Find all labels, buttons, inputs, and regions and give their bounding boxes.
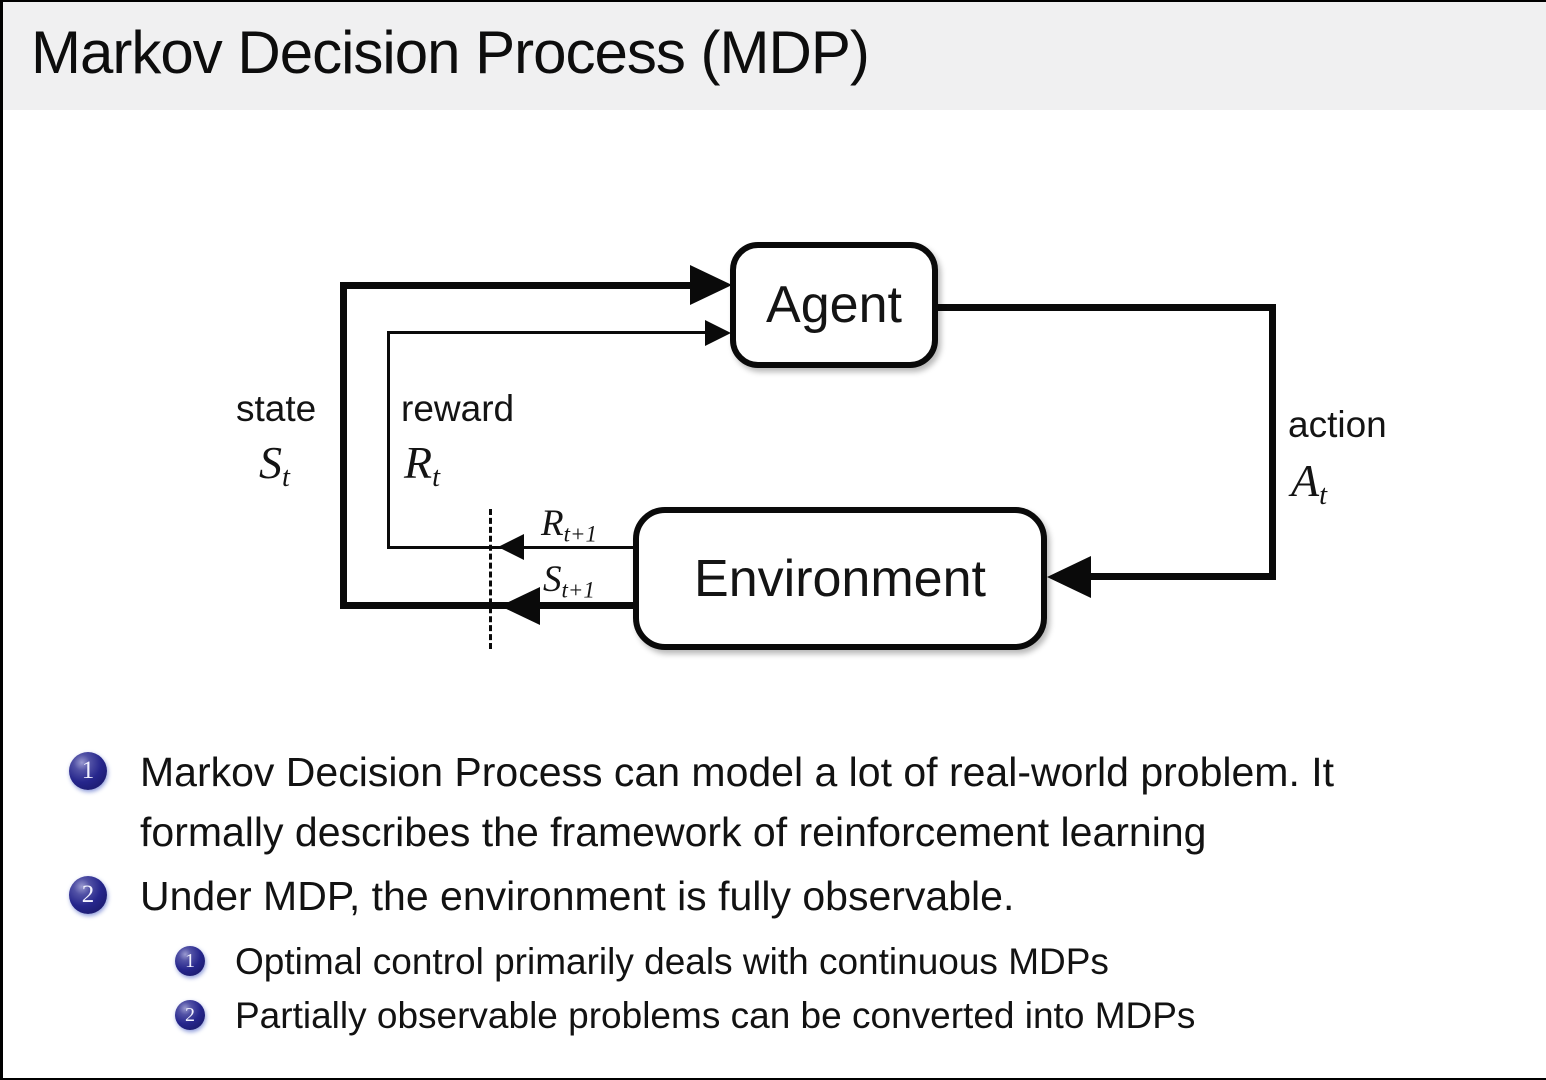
action-line-vertical [1269,304,1276,580]
reward-line-top [387,331,709,334]
state-line-top [340,282,692,289]
state-symbol-sub: t [282,461,290,493]
page-title: Markov Decision Process (MDP) [31,19,870,86]
bullet-1-line-1: Markov Decision Process can model a lot … [140,749,1335,795]
bullet-2-number: 2 [81,881,95,908]
action-symbol-sub: t [1319,479,1328,511]
next-reward-arrowhead-icon [498,534,524,560]
action-arrowhead-into-environment-icon [1047,556,1091,598]
next-reward-symbol-base: R [541,503,564,544]
agent-label: Agent [766,276,902,334]
action-line-bottom [1091,573,1276,580]
sub-bullet-2-number-badge: 2 [175,1000,205,1030]
sub-bullet-1-number-badge: 1 [175,946,205,976]
state-symbol-base: S [259,437,282,488]
sub-bullet-2-number: 2 [185,1003,195,1026]
next-state-symbol-base: S [543,559,562,600]
environment-label: Environment [694,549,986,608]
bullet-1-line-2: formally describes the framework of rein… [140,809,1207,855]
title-bar: Markov Decision Process (MDP) [3,2,1546,110]
action-symbol: At [1291,454,1327,512]
sub-bullet-2-text: Partially observable problems can be con… [235,995,1196,1036]
agent-box: Agent [730,242,938,368]
state-word-label: state [236,388,317,429]
reward-symbol-base: R [404,437,433,488]
action-line-top [937,304,1276,311]
bullet-1-number: 1 [81,757,95,784]
sub-bullet-1-text: Optimal control primarily deals with con… [235,941,1109,982]
next-reward-symbol: Rt+1 [541,502,597,547]
state-arrowhead-into-agent-icon [690,265,732,305]
bullet-2-number-badge: 2 [69,876,107,914]
reward-arrowhead-into-agent-icon [705,320,731,346]
next-state-arrowhead-icon [500,587,540,625]
reward-word-label: reward [401,388,515,429]
reward-line-vertical [387,331,390,548]
action-symbol-base: A [1291,455,1320,506]
state-line-vertical [340,282,347,609]
bullet-2-line-1: Under MDP, the environment is fully obse… [140,873,1015,919]
timestep-dashed-line [489,509,492,649]
sub-bullet-1-number: 1 [185,949,195,972]
environment-box: Environment [633,507,1047,650]
reward-symbol: Rt [404,436,440,494]
next-state-symbol-sub: t+1 [561,577,595,603]
state-symbol: St [259,436,290,494]
next-reward-symbol-sub: t+1 [563,521,597,547]
action-word-label: action [1288,404,1387,445]
bullet-1-number-badge: 1 [69,752,107,790]
next-state-line-bottom [340,602,636,609]
reward-symbol-sub: t [432,461,441,493]
next-state-symbol: St+1 [543,558,595,603]
